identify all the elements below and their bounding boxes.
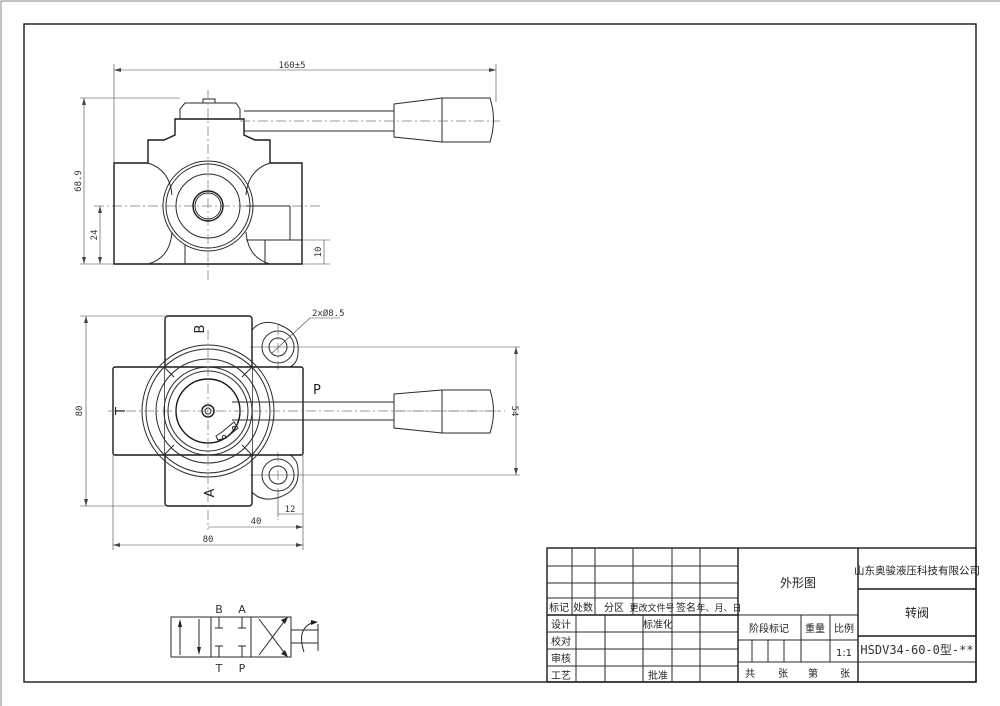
dim-body-width: 80	[203, 535, 214, 545]
approval-approve: 批准	[648, 669, 668, 682]
port-label-p: P	[313, 383, 321, 398]
sheets-total-unit: 张	[778, 668, 788, 680]
approval-review: 审核	[551, 652, 571, 665]
approval-design: 设计	[551, 618, 571, 631]
approval-standard: 标准化	[643, 618, 673, 631]
company-name: 山东奥骏液压科技有限公司	[854, 564, 980, 577]
symbol-port-p: P	[239, 662, 246, 675]
dim-center-offset: 40	[251, 517, 262, 527]
scale-value: 1:1	[836, 648, 852, 659]
approval-check: 校对	[551, 635, 571, 648]
dim-mount-holes: 2xØ8.5	[312, 308, 345, 319]
hydraulic-symbol: B A T P	[170, 603, 319, 675]
rev-header-sign: 签名	[676, 601, 696, 614]
dim-height: 68.9	[74, 170, 84, 192]
port-label-t: T	[114, 407, 129, 416]
port-label-a: A	[203, 488, 218, 497]
approval-process: 工艺	[551, 670, 571, 682]
sheets-number: 第	[808, 667, 818, 680]
sheets-total: 共	[745, 668, 755, 680]
side-view: 160±5 68.9 24 10	[74, 61, 500, 280]
sheets-number-unit: 张	[840, 668, 850, 680]
rev-header-doc: 更改文件号	[629, 602, 674, 614]
dim-overall-length: 160±5	[278, 61, 305, 71]
dim-hole-spacing: 54	[509, 406, 519, 417]
symbol-port-a: A	[238, 603, 246, 616]
model-number: HSDV34-60-0型-**	[860, 643, 973, 657]
part-name: 转阀	[905, 605, 929, 620]
top-view: 80 54 12 40 80 2xØ8.5	[75, 308, 520, 550]
rev-header-date: 年、月、日	[696, 602, 741, 614]
title-block: 标记 处数 分区 更改文件号 签名 年、月、日 设计 标准化 校对 审核 工艺 …	[546, 547, 980, 683]
stage-label: 阶段标记	[749, 622, 789, 635]
symbol-port-b: B	[215, 603, 223, 616]
inner-frame	[23, 23, 977, 683]
dim-port-height: 24	[90, 230, 100, 241]
dim-base-offset: 10	[314, 247, 324, 258]
rev-header-mark: 标记	[549, 602, 569, 614]
rev-header-zone: 分区	[604, 602, 624, 614]
dim-flange-offset: 12	[285, 505, 296, 515]
symbol-port-t: T	[215, 662, 223, 675]
port-label-b: B	[193, 325, 208, 334]
dim-body-height: 80	[75, 406, 85, 417]
rev-header-count: 处数	[573, 601, 593, 614]
drawing-type: 外形图	[780, 576, 816, 590]
scale-label: 比例	[834, 622, 854, 635]
weight-label: 重量	[805, 622, 825, 635]
